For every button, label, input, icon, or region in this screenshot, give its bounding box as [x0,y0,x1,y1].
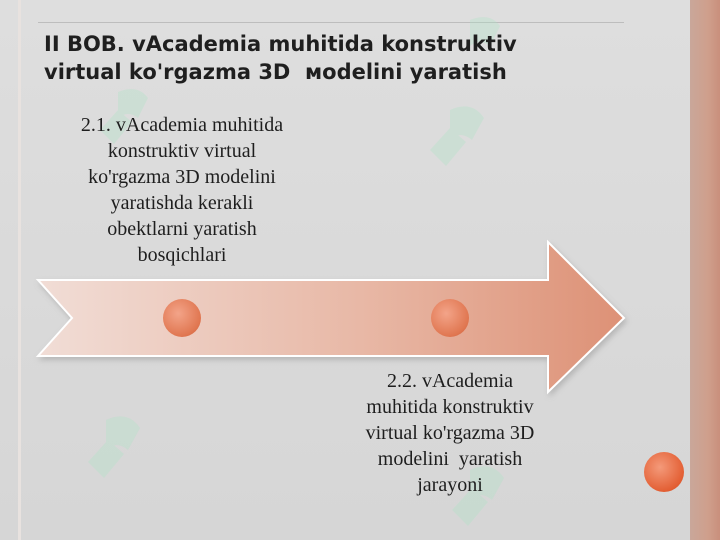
slide-title: II BOB. vAcademia muhitida konstruktiv v… [44,30,624,86]
section-2-1-line-1: 2.1. vAcademia muhitida [80,114,284,136]
section-2-1-text: 2.1. vAcademia muhitida konstruktiv virt… [40,112,324,268]
section-2-1-line-4: yaratishda kerakli [110,192,254,214]
section-2-2-line-5: jarayoni [417,474,483,496]
slide-title-line-1: II BOB. vAcademia muhitida konstruktiv [44,32,517,56]
left-decor-line [18,0,21,540]
right-decor-band [690,0,720,540]
section-2-1-line-3: ko'rgazma 3D modelini [88,166,276,188]
section-2-2-line-3: virtual ko'rgazma 3D [365,422,535,444]
section-2-2-line-1: 2.2. vAcademia [386,370,514,392]
timeline-marker-1 [163,299,201,337]
section-2-1-line-5: obektlarni yaratish [107,218,257,240]
section-2-1-line-2: konstruktiv virtual [107,140,257,162]
section-2-2-line-4: modelini yaratish [377,448,523,470]
corner-decor-dot [644,452,684,492]
slide-title-line-2: virtual ko'rgazma 3D мodelini yaratish [44,60,507,84]
section-2-2-text: 2.2. vAcademia muhitida konstruktiv virt… [330,368,570,498]
timeline-marker-2 [431,299,469,337]
title-divider [38,22,624,23]
section-2-2-line-2: muhitida konstruktiv [366,396,534,418]
section-2-1-line-6: bosqichlari [137,244,227,266]
